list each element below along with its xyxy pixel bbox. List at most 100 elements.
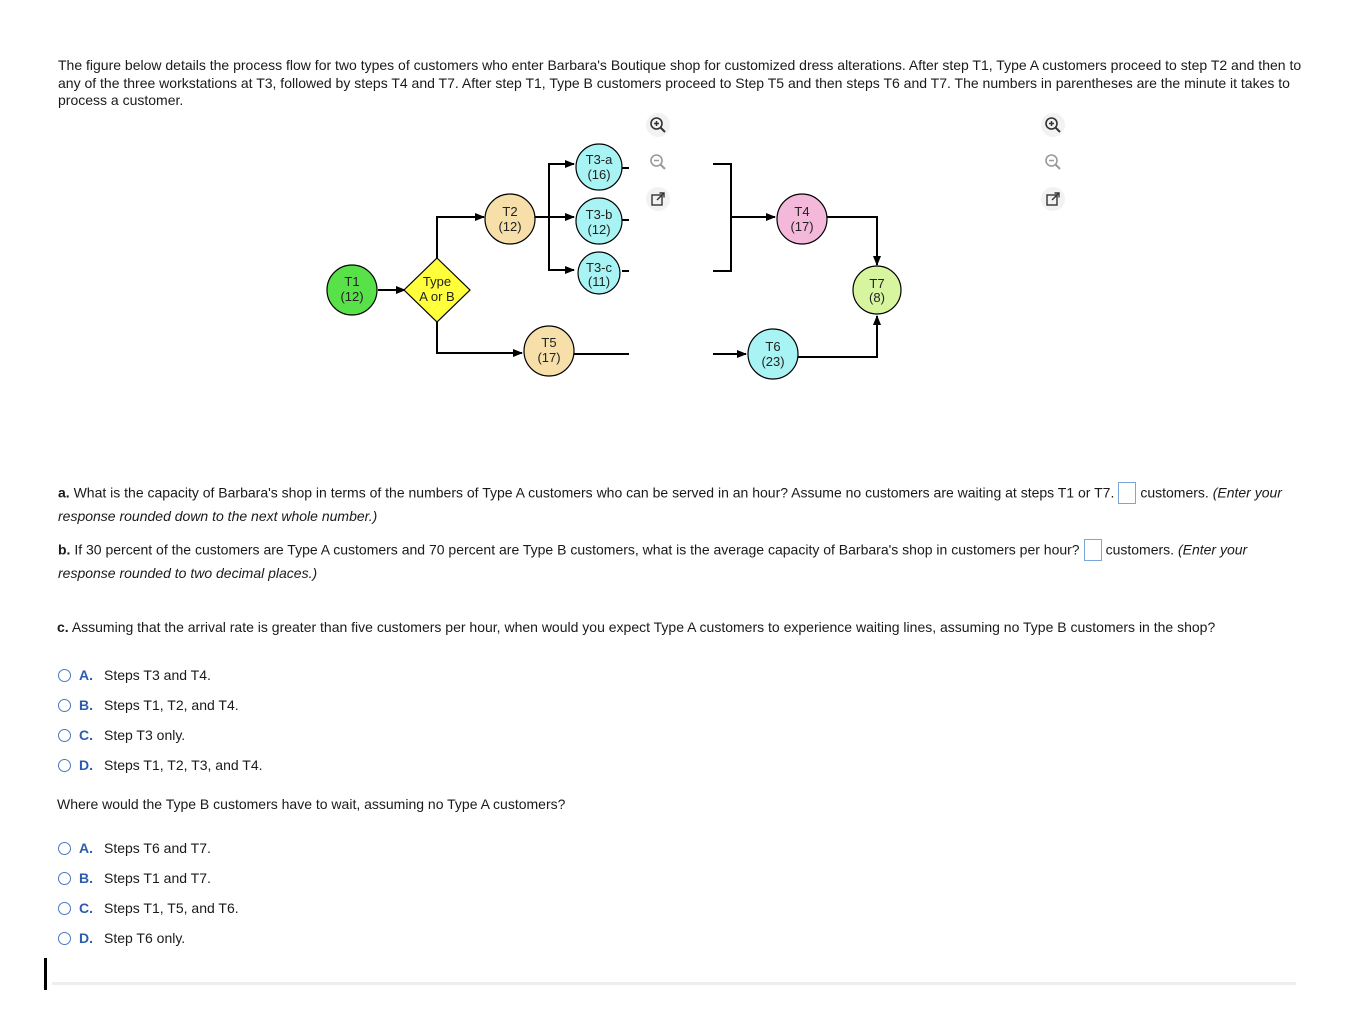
arrow-decision-t5 — [436, 322, 523, 357]
node-t2-circle — [484, 193, 536, 245]
node-t3a-name: T3-a — [586, 152, 614, 167]
radio-button[interactable] — [58, 841, 71, 855]
radio-button[interactable] — [58, 871, 71, 885]
question-c-option-c[interactable]: C. Step T3 only. — [58, 724, 185, 746]
radio-button[interactable] — [58, 931, 71, 945]
bracket-t3-merge — [713, 163, 732, 272]
zoom-out-button-2[interactable] — [1041, 150, 1065, 174]
node-t2-name: T2 — [502, 204, 517, 219]
node-t7-circle — [852, 265, 902, 315]
radio-button[interactable] — [58, 901, 71, 915]
radio-button[interactable] — [58, 698, 71, 712]
option-letter: B. — [79, 697, 93, 713]
node-t6-time: (23) — [761, 354, 784, 369]
node-t7-name: T7 — [869, 276, 884, 291]
intro-paragraph: The figure below details the process flo… — [58, 57, 1302, 108]
node-t3b-time: (12) — [587, 222, 610, 237]
option-text: Steps T1, T2, T3, and T4. — [104, 757, 263, 773]
node-t6-circle — [747, 328, 799, 380]
option-text: Step T3 only. — [104, 727, 186, 743]
option-text: Steps T6 and T7. — [104, 840, 211, 856]
option-text: Steps T1 and T7. — [104, 870, 211, 886]
question-c-text: Assuming that the arrival rate is greate… — [71, 619, 1216, 635]
node-t1: T1 (12) — [326, 264, 378, 316]
option-letter: C. — [79, 727, 93, 743]
node-t2-time: (12) — [498, 219, 521, 234]
node-t1-name: T1 — [344, 274, 359, 289]
question-c-label: c. — [57, 619, 69, 635]
question-a-label: a. — [58, 484, 70, 501]
question-a: a. What is the capacity of Barbara's sho… — [58, 482, 1298, 527]
divider — [52, 982, 1296, 985]
option-text: Steps T1, T5, and T6. — [104, 900, 239, 916]
option-letter: D. — [79, 930, 93, 946]
question-c: c. Assuming that the arrival rate is gre… — [57, 617, 1297, 638]
question-c2-option-c[interactable]: C. Steps T1, T5, and T6. — [58, 897, 239, 919]
arrow-t6-t7 — [798, 315, 881, 358]
question-c-option-d[interactable]: D. Steps T1, T2, T3, and T4. — [58, 754, 263, 776]
text-cursor — [44, 958, 47, 990]
node-t1-time: (12) — [340, 289, 363, 304]
arrow-t4-t7 — [827, 216, 881, 266]
question-c-option-b[interactable]: B. Steps T1, T2, and T4. — [58, 694, 239, 716]
node-t5-name: T5 — [541, 335, 556, 350]
zoom-in-button-1[interactable] — [646, 113, 670, 137]
zoom-out-icon — [1045, 154, 1061, 170]
zoom-out-icon — [650, 154, 666, 170]
zoom-out-button-1[interactable] — [646, 150, 670, 174]
question-a-hint: (Enter your response rounded down to the… — [58, 484, 1282, 524]
question-c2-option-d[interactable]: D. Step T6 only. — [58, 927, 185, 949]
node-t2: T2 (12) — [484, 193, 536, 245]
node-t7-time: (8) — [869, 290, 885, 305]
node-t3a: T3-a (16) — [575, 143, 623, 191]
process-flow-diagram: T1 (12) Type A or B T2 (12) T3-a (16) T3… — [326, 143, 902, 380]
question-b-label: b. — [58, 541, 71, 558]
question-c2-option-a[interactable]: A. Steps T6 and T7. — [58, 837, 211, 859]
radio-button[interactable] — [58, 758, 71, 772]
question-a-answer-input[interactable] — [1118, 482, 1137, 504]
option-letter: B. — [79, 870, 93, 886]
node-t4-circle — [776, 193, 828, 245]
node-t3b: T3-b (12) — [575, 197, 623, 245]
option-text: Step T6 only. — [104, 930, 186, 946]
decision-line1: Type — [423, 274, 451, 289]
node-t5-circle — [523, 325, 575, 377]
zoom-in-icon — [1045, 117, 1061, 133]
option-letter: C. — [79, 900, 93, 916]
option-letter: A. — [79, 667, 93, 683]
question-b: b. If 30 percent of the customers are Ty… — [58, 539, 1298, 584]
question-b-unit: customers. — [1105, 541, 1175, 558]
node-t3a-circle — [575, 143, 623, 191]
arrow-decision-t2 — [436, 213, 485, 258]
question-b-answer-input[interactable] — [1083, 539, 1102, 561]
question-c-option-a[interactable]: A. Steps T3 and T4. — [58, 664, 211, 686]
node-t4-name: T4 — [794, 204, 809, 219]
node-t7: T7 (8) — [852, 265, 902, 315]
radio-button[interactable] — [58, 728, 71, 742]
question-c2: Where would the Type B customers have to… — [57, 794, 1297, 815]
node-t3b-circle — [575, 197, 623, 245]
zoom-in-button-2[interactable] — [1041, 113, 1065, 137]
node-t6: T6 (23) — [747, 328, 799, 380]
question-c2-text: Where would the Type B customers have to… — [57, 796, 566, 812]
decision-line2: A or B — [419, 289, 454, 304]
question-c2-option-b[interactable]: B. Steps T1 and T7. — [58, 867, 211, 889]
radio-button[interactable] — [58, 668, 71, 682]
open-external-button-1[interactable] — [646, 187, 670, 211]
question-a-unit: customers. — [1140, 484, 1209, 501]
node-t3c-time: (11) — [588, 274, 610, 289]
open-external-button-2[interactable] — [1041, 187, 1065, 211]
zoom-in-icon — [650, 117, 666, 133]
option-letter: D. — [79, 757, 93, 773]
node-t4: T4 (17) — [776, 193, 828, 245]
question-b-text: If 30 percent of the customers are Type … — [74, 541, 1080, 558]
open-external-icon — [1046, 192, 1060, 206]
question-a-text: What is the capacity of Barbara's shop i… — [73, 484, 1115, 501]
node-t3b-name: T3-b — [586, 207, 613, 222]
decision-diamond — [403, 257, 471, 323]
node-decision: Type A or B — [403, 257, 471, 323]
node-t5-time: (17) — [537, 350, 560, 365]
option-text: Steps T1, T2, and T4. — [104, 697, 239, 713]
node-t3c-circle — [577, 251, 621, 295]
question-b-hint: (Enter your response rounded to two deci… — [58, 541, 1248, 581]
